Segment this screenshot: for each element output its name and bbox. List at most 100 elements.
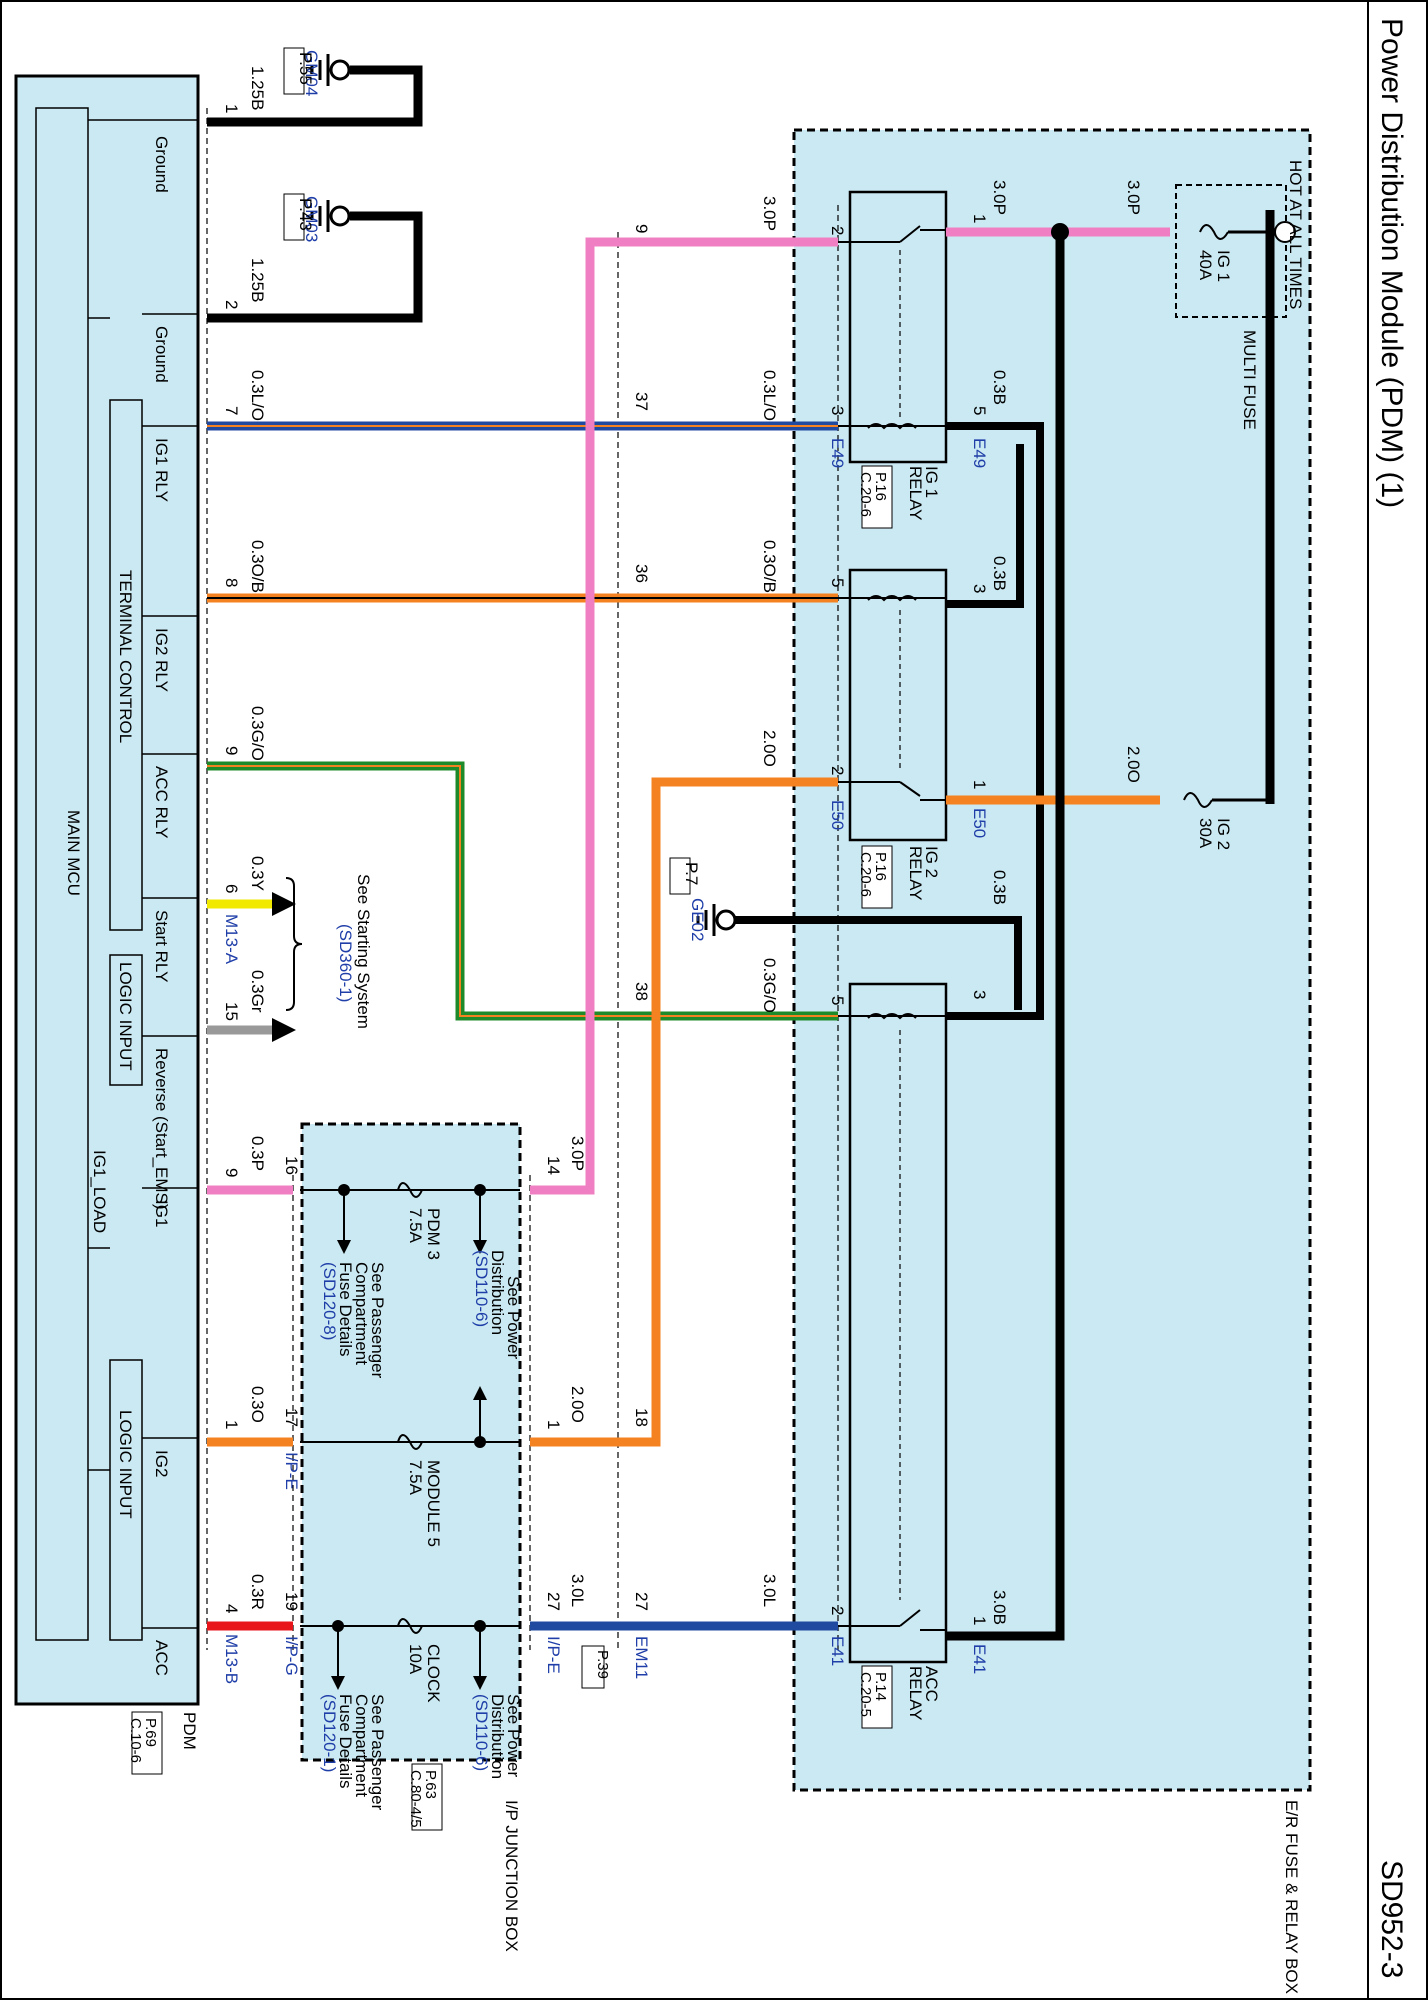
- note-pdist2-1: See Power: [504, 1694, 523, 1777]
- note-pcomp2-2: Compartment: [352, 1694, 371, 1797]
- conn-e50: E50: [828, 800, 847, 830]
- label-ig2relay-in: 2.0O: [1124, 746, 1143, 783]
- label-gnd1: 1.25B: [248, 66, 267, 110]
- ig2-relay-name-2: RELAY: [906, 846, 925, 901]
- note-pcomp1-2: Compartment: [352, 1262, 371, 1365]
- page-title: Power Distribution Module (PDM) (1): [1375, 18, 1408, 508]
- multi-fuse-box: [1175, 184, 1287, 318]
- pin-mid-27: 27: [632, 1592, 651, 1611]
- pin-jb-left-16: 16: [282, 1156, 301, 1175]
- conn-e50b: E50: [970, 808, 989, 838]
- pin-ig2-relay-3: 3: [970, 584, 989, 593]
- label-er-accrly: 0.3G/O: [760, 958, 779, 1013]
- pin-pdm-8: 8: [222, 578, 241, 587]
- pdm-terminal-labels: Ground Ground IG1 RLY IG2 RLY ACC RLY St…: [152, 136, 171, 1676]
- label-accrelay-gnd: 0.3B: [990, 870, 1009, 905]
- pin-mid-18: 18: [632, 1408, 651, 1427]
- pin-ig1-relay-3: 3: [828, 406, 847, 415]
- pin-ig1-relay-2: 2: [828, 226, 847, 235]
- wire-acc-relay-gnd: [718, 916, 1022, 1010]
- note-starting-2: (SD360-1): [336, 924, 355, 1002]
- fuse-pdm3-name: PDM 3: [424, 1208, 443, 1260]
- label-start: 0.3Y: [248, 856, 267, 891]
- ig1-relay-ref-page: P.16: [872, 472, 889, 501]
- label-hot-ig1: 3.0P: [1124, 180, 1143, 215]
- fuse-module5-rating: 7.5A: [406, 1460, 425, 1496]
- acc-relay-ref-page: P.14: [872, 1672, 889, 1701]
- pin-pdm-4: 4: [222, 1604, 241, 1613]
- pin-mid-37: 37: [632, 392, 651, 411]
- wire-acc-relay-in: [946, 232, 1065, 1641]
- multi-fuse-label: MULTI FUSE: [1240, 330, 1259, 430]
- label-gnd2: 1.25B: [248, 258, 267, 302]
- conn-em11: EM11: [632, 1636, 651, 1679]
- conn-e49b: E49: [970, 438, 989, 468]
- pin-pdm-2: 2: [222, 300, 241, 309]
- ground-ge02-icon: [696, 904, 737, 936]
- pin-mid-9: 9: [632, 224, 651, 233]
- fuse-module5: [397, 1434, 423, 1450]
- label-rev: 0.3Gr: [248, 970, 267, 1013]
- pdm-term-acc-rly: ACC RLY: [152, 766, 171, 838]
- note-pcomp2-4: (SD120-1): [320, 1694, 339, 1772]
- ig1-load-label: IG1_LOAD: [90, 1150, 109, 1233]
- conn-m13a: M13-A: [222, 914, 241, 965]
- pdm-ref-conn: C.10-6: [127, 1718, 144, 1763]
- logic-input-box-1: [109, 954, 143, 1086]
- conn-e41: E41: [828, 1636, 847, 1666]
- ground-gm03-ref: P.43: [296, 198, 315, 231]
- pin-mid-38: 38: [632, 982, 651, 1001]
- fuse-clock: [397, 1618, 423, 1634]
- fuse-ig2-rating: 30A: [1196, 818, 1215, 849]
- ground-gm03-icon: [310, 200, 351, 232]
- pdm-label: PDM: [180, 1712, 199, 1750]
- pin-jb-right-14: 14: [544, 1156, 563, 1175]
- fuse-module5-name: MODULE 5: [424, 1460, 443, 1547]
- pin-acc-relay-5: 5: [828, 996, 847, 1005]
- pdm-box: [14, 74, 200, 1706]
- ig2-relay-ref-conn: C.20-6: [857, 852, 874, 897]
- conn-e41b: E41: [970, 1644, 989, 1674]
- ig2-relay: [838, 568, 948, 842]
- conn-m13b: M13-B: [222, 1634, 241, 1684]
- label-ig1relay-gnd: 0.3B: [990, 370, 1009, 405]
- ig1-relay: [838, 190, 948, 464]
- pin-pdm-9: 9: [222, 746, 241, 755]
- logic-input-label-2: LOGIC INPUT: [116, 1410, 135, 1519]
- wire-jb-ig2-feed: [530, 777, 838, 1447]
- label-jbe-ig2: 2.0O: [568, 1386, 587, 1423]
- pin-mid-36: 36: [632, 564, 651, 583]
- pdm-ref-page: P.69: [142, 1718, 159, 1747]
- pdm-term-ig1: IG1: [152, 1200, 171, 1227]
- note-pcomp2-3: Fuse Details: [336, 1694, 355, 1788]
- acc-relay-name-1: ACC: [922, 1666, 941, 1702]
- fuse-ig2-name: IG 2: [1214, 818, 1233, 850]
- fuse-ig1-name: IG 1: [1214, 250, 1233, 282]
- fuse-ig2: [1183, 792, 1213, 808]
- note-pdist1-2: Distribution: [488, 1250, 507, 1335]
- wire-acc-rly: [207, 761, 838, 1021]
- ig1-relay-name-1: IG 1: [922, 466, 941, 498]
- label-jbe-ig1: 3.0P: [568, 1136, 587, 1171]
- fuse-ig1-rating: 40A: [1196, 250, 1215, 281]
- ground-gm04-name: GM04: [302, 50, 321, 96]
- ip-ref-conn: C.80-4/5: [407, 1770, 424, 1828]
- acc-relay-name-2: RELAY: [906, 1666, 925, 1721]
- ig2-relay-ref-page: P.16: [872, 852, 889, 881]
- label-accrly: 0.3G/O: [248, 706, 267, 761]
- er-fuse-relay-box: [792, 128, 1312, 1792]
- note-starting-1: See Starting System: [354, 874, 373, 1029]
- pin-ig2-relay-5: 5: [828, 578, 847, 587]
- fuse-ig1: [1199, 224, 1229, 240]
- label-ig2: 0.3O: [248, 1386, 267, 1423]
- pdm-term-ig2-rly: IG2 RLY: [152, 628, 171, 692]
- pin-pdm-1: 1: [222, 104, 241, 113]
- pin-pdm-7: 7: [222, 406, 241, 415]
- ground-gm03-name: GM03: [302, 196, 321, 242]
- pin-ig1-relay-1: 1: [970, 214, 989, 223]
- pdm-term-ig2: IG2: [152, 1450, 171, 1477]
- ig1-relay-name-2: RELAY: [906, 466, 925, 521]
- label-jbe-acc: 3.0L: [568, 1574, 587, 1607]
- wire-ig2-relay-gnd: [946, 444, 1024, 608]
